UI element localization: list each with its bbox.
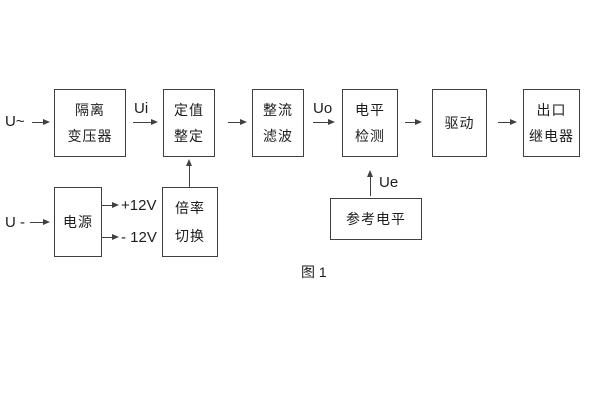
block-label: 出口 [536, 101, 567, 118]
block-label: 滤波 [263, 128, 293, 145]
block-driver: 驱动 [432, 89, 487, 157]
block-label: 变压器 [67, 128, 113, 145]
block-label: 电平 [355, 101, 385, 118]
block-output-relay: 出口 继电器 [523, 89, 580, 157]
block-rectifier-filter: 整流 滤波 [252, 89, 304, 157]
block-power-supply: 电源 [54, 187, 102, 257]
block-label: 倍率 [175, 200, 205, 217]
arrow-transformer-to-setpoint [133, 119, 158, 125]
arrow-power-to-pos-rail [102, 202, 119, 208]
block-ratio-switch: 倍率 切换 [162, 187, 218, 257]
arrow-setpoint-to-rectifier [228, 119, 247, 125]
block-label: 整定 [174, 128, 204, 145]
block-level-detector: 电平 检测 [342, 89, 398, 157]
label-rail-neg-12v: - 12V [121, 229, 157, 246]
label-signal-ue: Ue [379, 174, 399, 191]
block-isolation-transformer: 隔离 变压器 [54, 89, 126, 157]
block-label: 整流 [263, 101, 293, 118]
arrow-power-to-neg-rail [102, 234, 119, 240]
block-label: 驱动 [444, 115, 475, 131]
label-input-ac: U~ [5, 113, 25, 130]
block-label: 参考电平 [346, 211, 406, 227]
arrow-driver-to-output-relay [498, 119, 517, 125]
label-signal-ui: Ui [134, 100, 149, 117]
label-signal-uo: Uo [313, 100, 333, 117]
arrow-reference-to-level-detector [367, 170, 373, 196]
arrow-ratio-switch-to-setpoint [186, 159, 192, 187]
block-label: 定值 [174, 101, 204, 118]
figure-caption: 图 1 [301, 264, 327, 280]
block-reference-level: 参考电平 [330, 198, 422, 240]
block-label: 电源 [63, 214, 93, 230]
label-input-dc: U - [5, 214, 25, 231]
block-label: 继电器 [529, 128, 574, 145]
arrow-rectifier-to-level-detector [313, 119, 335, 125]
arrow-input-ac-to-transformer [32, 119, 50, 125]
block-label: 检测 [355, 128, 385, 145]
arrow-level-detector-to-driver [405, 119, 422, 125]
arrow-input-dc-to-power [30, 219, 50, 225]
block-label: 切换 [175, 227, 205, 244]
block-setpoint-adjust: 定值 整定 [163, 89, 215, 157]
block-label: 隔离 [75, 101, 105, 118]
label-rail-pos-12v: +12V [121, 197, 157, 214]
